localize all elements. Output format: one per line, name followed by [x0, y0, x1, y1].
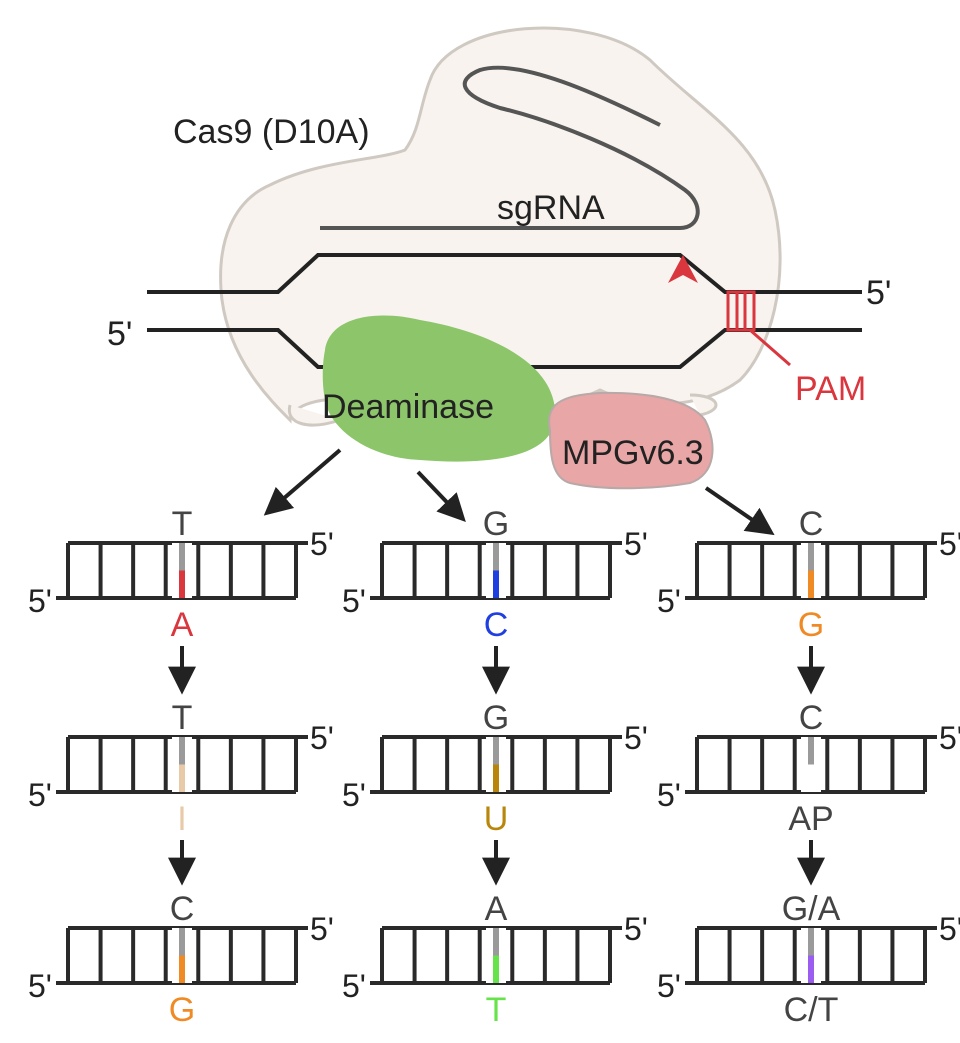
base-top-label: G/A — [782, 890, 841, 928]
dna-ladder-2-1: G C 5' 5' — [342, 505, 648, 644]
sgrna-label: sgRNA — [497, 189, 605, 227]
five-prime-label: 5' — [657, 968, 681, 1004]
five-prime-label: 5' — [624, 720, 648, 756]
dna-ladder-1-1: T A 5' 5' — [28, 505, 334, 644]
base-bottom-label: C/T — [784, 991, 839, 1029]
five-prime-label: 5' — [310, 720, 334, 756]
base-top-label: G — [483, 699, 509, 737]
five-prime-label: 5' — [624, 526, 648, 562]
base-bottom-label: U — [484, 800, 509, 838]
base-top-label: A — [485, 890, 508, 928]
five-prime-label-right: 5' — [866, 274, 891, 312]
pam-label: PAM — [795, 370, 866, 408]
base-top-label: C — [799, 505, 824, 543]
base-bottom-label: A — [171, 606, 194, 644]
deaminase-protein — [322, 315, 556, 462]
pam-site — [726, 290, 791, 367]
arrow-to-column-3 — [704, 486, 775, 536]
base-bottom-label: AP — [788, 800, 833, 838]
five-prime-label: 5' — [310, 526, 334, 562]
five-prime-label: 5' — [310, 911, 334, 947]
dna-ladder-2-3: A T 5' 5' — [342, 890, 648, 1029]
five-prime-label: 5' — [939, 720, 960, 756]
dna-ladder-3-3: G/A C/T 5' 5' — [657, 890, 960, 1029]
base-bottom-label: I — [177, 800, 186, 838]
five-prime-label: 5' — [939, 526, 960, 562]
base-top-label: T — [172, 699, 193, 737]
base-top-label: G — [483, 505, 509, 543]
repair-columns: TA5'5'TI5'5'CG5'5'GC5'5'GU5'5'AT5'5'CG5'… — [28, 505, 960, 1029]
five-prime-label: 5' — [342, 583, 366, 619]
nick-arrowhead-icon — [668, 255, 698, 283]
five-prime-label: 5' — [28, 968, 52, 1004]
dna-ladder-3-1: C G 5' 5' — [657, 505, 960, 644]
five-prime-label: 5' — [624, 911, 648, 947]
five-prime-label: 5' — [939, 911, 960, 947]
arrow-to-column-2 — [416, 470, 466, 523]
base-top-label: C — [799, 699, 824, 737]
deaminase-label: Deaminase — [322, 388, 494, 426]
dna-ladder-1-2: T I 5' 5' — [28, 699, 334, 838]
dna-ladder-2-2: G U 5' 5' — [342, 699, 648, 838]
base-top-label: T — [172, 505, 193, 543]
dna-ladder-1-3: C G 5' 5' — [28, 890, 334, 1029]
cas9-label: Cas9 (D10A) — [173, 113, 370, 151]
dna-ladder-3-2: C AP 5' 5' — [657, 699, 960, 838]
sgrna-strand — [320, 65, 700, 230]
five-prime-label: 5' — [657, 777, 681, 813]
five-prime-label: 5' — [28, 583, 52, 619]
base-bottom-label: C — [484, 606, 509, 644]
five-prime-label: 5' — [657, 583, 681, 619]
mpg-label: MPGv6.3 — [562, 434, 704, 472]
five-prime-label: 5' — [28, 777, 52, 813]
arrow-to-column-1 — [263, 448, 342, 516]
five-prime-label-left: 5' — [107, 315, 132, 353]
five-prime-label: 5' — [342, 968, 366, 1004]
base-bottom-label: G — [169, 991, 195, 1029]
base-bottom-label: T — [486, 991, 507, 1029]
mpg-protein — [548, 391, 714, 490]
five-prime-label: 5' — [342, 777, 366, 813]
base-bottom-label: G — [798, 606, 824, 644]
base-top-label: C — [170, 890, 195, 928]
